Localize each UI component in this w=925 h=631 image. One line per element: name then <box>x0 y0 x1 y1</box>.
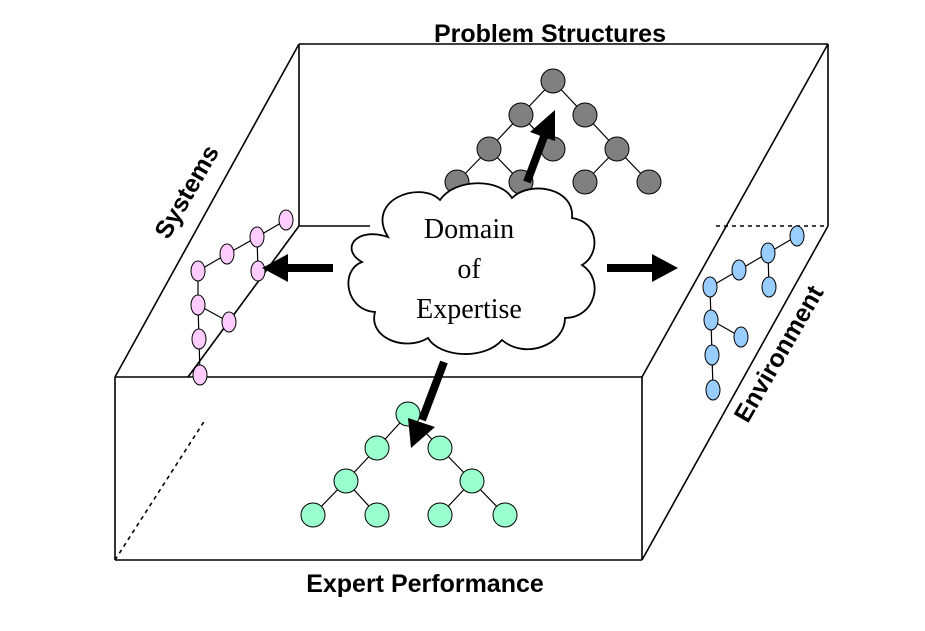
tree-node <box>300 502 326 528</box>
tree-node <box>704 344 720 366</box>
expert-performance-tree <box>300 401 518 528</box>
tree-node <box>733 326 749 348</box>
label-problem-structures: Problem Structures <box>434 20 666 48</box>
cloud-shape <box>347 182 596 355</box>
problem-structures-tree <box>444 68 662 195</box>
systems-tree <box>190 209 294 386</box>
tree-node <box>476 136 502 162</box>
box-edge-dashed <box>114 419 206 561</box>
box-edge <box>114 43 300 378</box>
box-edge <box>641 225 829 561</box>
tree-node <box>540 68 566 94</box>
domain-cloud: Domain of Expertise <box>347 182 596 355</box>
label-environment: Environment <box>729 280 830 427</box>
arrow-up <box>523 110 555 184</box>
cloud-line-2: of <box>457 254 481 285</box>
tree-node <box>705 379 721 401</box>
box-edge <box>641 43 829 378</box>
label-systems: Systems <box>149 140 225 243</box>
tree-node <box>333 468 359 494</box>
tree-node <box>508 102 534 128</box>
environment-tree <box>702 225 805 401</box>
tree-node <box>249 226 265 248</box>
box-outline <box>114 43 829 561</box>
box-edge <box>187 225 300 378</box>
tree-node <box>731 259 747 281</box>
tree-node <box>364 502 390 528</box>
tree-node <box>636 169 662 195</box>
tree-node <box>192 364 208 386</box>
tree-node <box>702 276 718 298</box>
tree-node <box>364 435 390 461</box>
tree-node <box>427 435 453 461</box>
tree-node <box>459 468 485 494</box>
tree-node <box>221 311 237 333</box>
cloud-line-3: Expertise <box>416 294 522 325</box>
label-expert-performance: Expert Performance <box>306 570 544 598</box>
tree-node <box>190 294 206 316</box>
tree-node <box>191 328 207 350</box>
tree-node <box>190 260 206 282</box>
tree-node <box>250 260 266 282</box>
arrow-left <box>262 254 333 282</box>
tree-node <box>219 243 235 265</box>
tree-node <box>492 502 518 528</box>
tree-node <box>572 102 598 128</box>
tree-node <box>604 136 630 162</box>
arrows <box>262 110 678 448</box>
cloud-line-1: Domain <box>424 214 514 245</box>
tree-node <box>427 502 453 528</box>
tree-node <box>760 242 776 264</box>
tree-node <box>572 169 598 195</box>
tree-node <box>789 225 805 247</box>
arrow-down <box>408 360 448 448</box>
arrow-right <box>607 254 678 282</box>
tree-node <box>703 309 719 331</box>
tree-node <box>761 276 777 298</box>
tree-node <box>278 209 294 231</box>
